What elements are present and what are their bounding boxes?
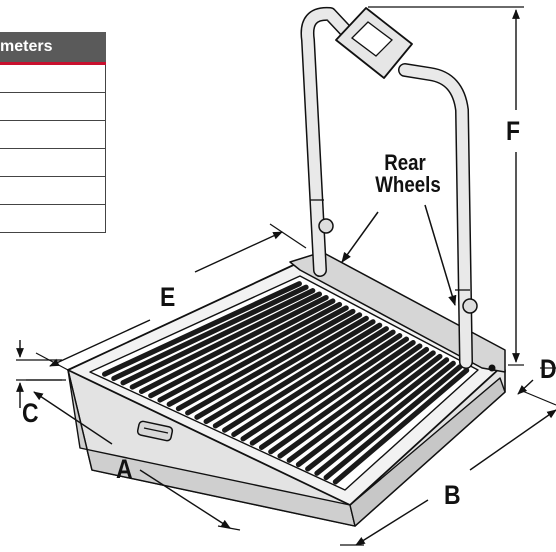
deck-groove [129, 291, 323, 390]
rear-wheels-label-line1: Rear [384, 150, 426, 175]
deck-groove [157, 301, 343, 403]
label-c: C [22, 398, 39, 428]
deck-groove [286, 350, 436, 463]
deck-groove [323, 364, 463, 481]
display-indicator [335, 7, 413, 79]
deck-groove [203, 319, 376, 425]
table-header: meters [0, 32, 106, 65]
deck-groove [305, 357, 450, 472]
deck-groove [240, 333, 403, 442]
deck-groove [295, 353, 443, 468]
deck-groove [314, 360, 456, 476]
label-b: B [444, 480, 461, 510]
handrail [300, 6, 478, 369]
dimension-e [35, 223, 307, 371]
deck-groove [138, 294, 329, 394]
deck-grooves [102, 281, 470, 485]
deck-groove [111, 284, 309, 382]
deck-groove [332, 367, 470, 485]
table-row [0, 204, 106, 233]
deck-groove [258, 339, 416, 450]
deck-groove [120, 288, 316, 386]
deck-groove [148, 298, 336, 399]
table-row [0, 120, 106, 149]
deck-groove [102, 281, 302, 377]
label-e: E [160, 282, 176, 312]
label-f: F [506, 116, 521, 146]
deck-groove [277, 346, 430, 459]
dimension-c [16, 340, 62, 408]
front-handle [136, 420, 174, 442]
deck-groove [175, 308, 356, 412]
deck-groove [268, 343, 423, 455]
deck-groove [231, 329, 396, 438]
deck-groove [166, 305, 349, 407]
dimension-d [517, 367, 556, 395]
deck-groove [185, 312, 363, 416]
deck-groove [194, 315, 369, 420]
deck-groove [212, 322, 383, 429]
deck-groove [249, 336, 410, 446]
dimension-f [368, 6, 524, 366]
rear-wheels-label: Rear Wheels [375, 150, 441, 197]
rear-wheels-label-line2: Wheels [375, 172, 441, 197]
rear-wheels-leaders [341, 204, 457, 307]
label-d: D [540, 354, 556, 384]
table-row [0, 63, 106, 93]
label-a: A [116, 454, 133, 484]
table-row [0, 148, 106, 177]
rear-wheel-icon [488, 364, 496, 372]
dimensions-table: meters [0, 32, 106, 233]
deck-groove [222, 326, 389, 433]
